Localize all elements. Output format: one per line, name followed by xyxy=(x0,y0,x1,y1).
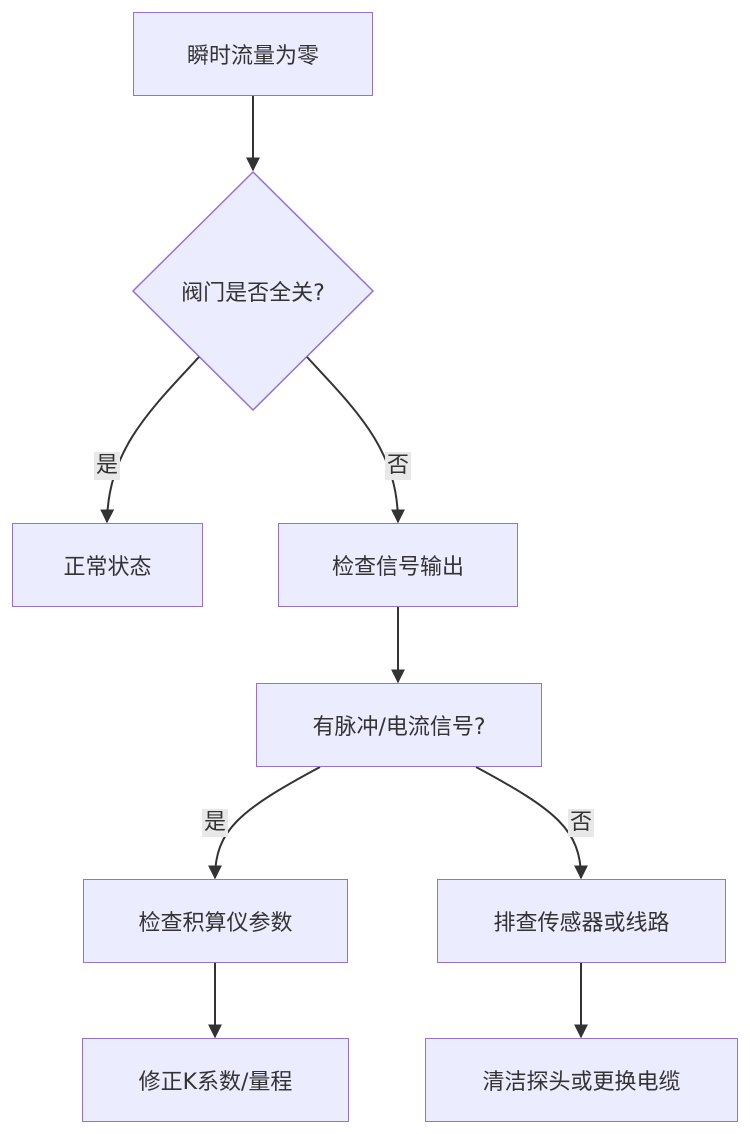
node-clean-probe: 清洁探头或更换电缆 xyxy=(425,1038,738,1122)
node-normal-state-label: 正常状态 xyxy=(63,555,152,580)
edge-valve-yes-normal xyxy=(100,356,200,524)
node-check-params-label: 检查积算仪参数 xyxy=(138,911,293,936)
decision-diamond-valve xyxy=(131,170,375,412)
node-check-sensor-label: 排查传感器或线路 xyxy=(493,911,670,936)
node-check-signal: 检查信号输出 xyxy=(278,523,518,607)
node-pulse-signal-label: 有脉冲/电流信号? xyxy=(312,715,486,740)
edge-label-yes-2: 是 xyxy=(201,809,229,837)
edge-valve-no-signal xyxy=(306,356,405,524)
node-pulse-signal: 有脉冲/电流信号? xyxy=(256,683,542,767)
node-normal-state: 正常状态 xyxy=(12,523,203,607)
edge-label-no-1: 否 xyxy=(384,452,412,480)
node-fix-kfactor: 修正K系数/量程 xyxy=(82,1038,349,1122)
decision-valve-label: 阀门是否全关? xyxy=(181,281,325,306)
node-check-signal-label: 检查信号输出 xyxy=(331,555,464,580)
node-check-params: 检查积算仪参数 xyxy=(83,879,348,963)
node-zero-flow-label: 瞬时流量为零 xyxy=(186,44,319,69)
node-fix-kfactor-label: 修正K系数/量程 xyxy=(138,1070,293,1095)
node-check-sensor: 排查传感器或线路 xyxy=(437,879,726,963)
edge-label-no-2: 否 xyxy=(567,809,595,837)
edge-pulse-no-sensor xyxy=(475,766,588,880)
node-clean-probe-label: 清洁探头或更换电缆 xyxy=(482,1070,681,1095)
edge-pulse-yes-params xyxy=(208,766,321,880)
node-zero-flow: 瞬时流量为零 xyxy=(133,12,373,96)
edge-label-yes-1: 是 xyxy=(93,452,121,480)
